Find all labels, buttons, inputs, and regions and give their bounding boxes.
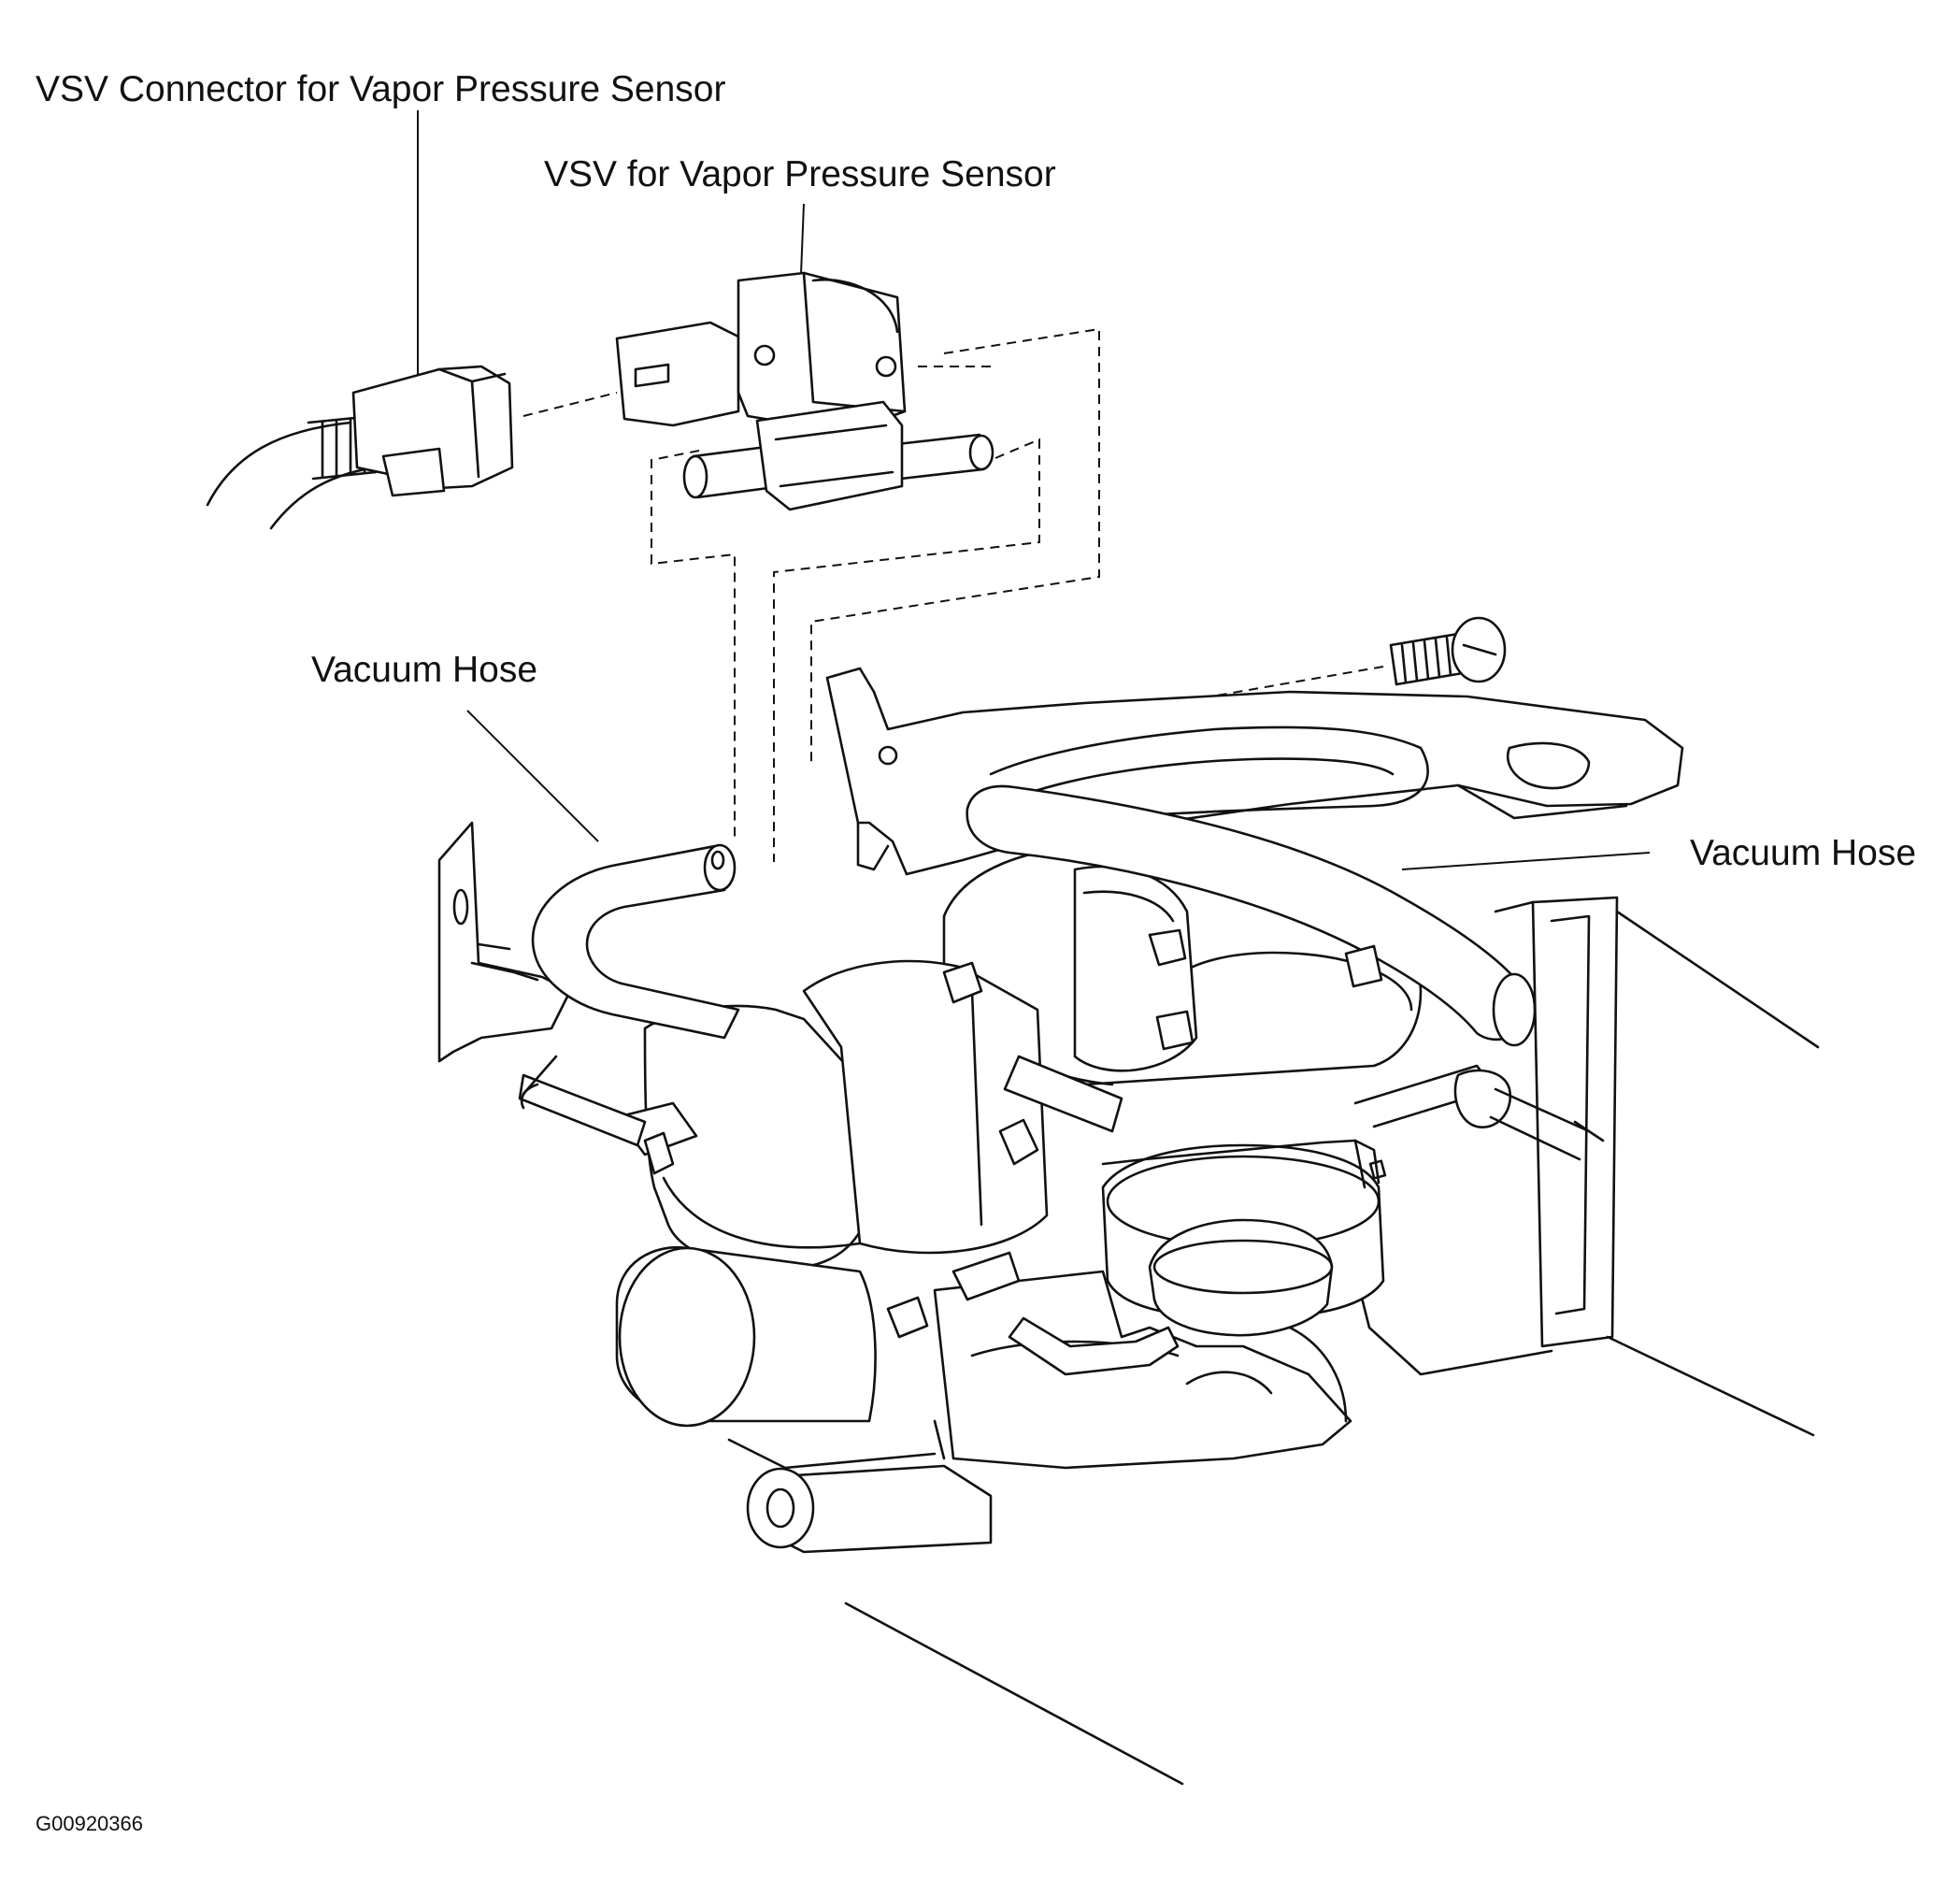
- vsv-connector: [206, 365, 514, 530]
- hose-clamps: [643, 928, 1383, 1339]
- figure-code: G00920366: [36, 1812, 143, 1835]
- label-vacuum-hose-left: Vacuum Hose: [311, 650, 538, 690]
- vacuum-hose-right: [966, 784, 1537, 1047]
- vacuum-hose-left: [531, 843, 740, 1040]
- bolt: [1389, 616, 1507, 686]
- valve-assembly: [615, 844, 1423, 1554]
- vsv-valve: [615, 271, 994, 511]
- engine-body: [844, 896, 1820, 1786]
- label-vsv-connector: VSV Connector for Vapor Pressure Sensor: [36, 69, 726, 109]
- connecting-hoses: [518, 1055, 1591, 1376]
- left-bracket: [437, 821, 572, 1063]
- label-vsv: VSV for Vapor Pressure Sensor: [544, 154, 1056, 194]
- label-vacuum-hose-right: Vacuum Hose: [1690, 833, 1917, 873]
- leader-lines: [417, 110, 1651, 870]
